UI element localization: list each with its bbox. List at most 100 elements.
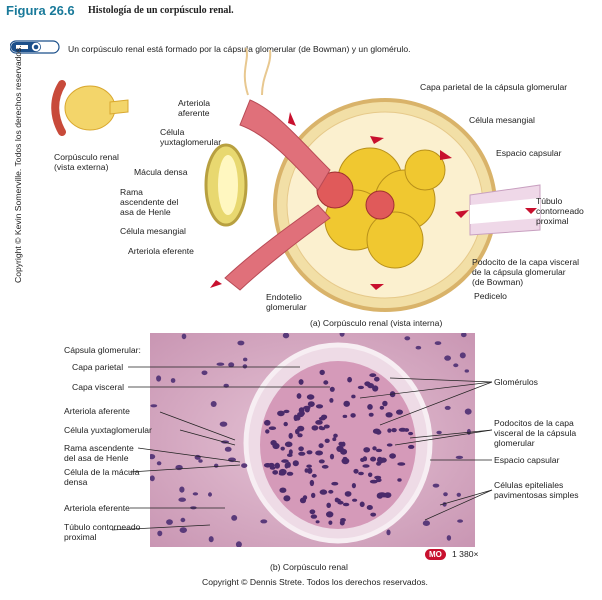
afferent-arteriole	[239, 47, 331, 191]
cell-nucleus	[457, 519, 463, 523]
proximal-tubule	[469, 184, 541, 236]
cell-nucleus	[156, 461, 162, 466]
label-b-glomerulos: Glomérulos	[494, 377, 538, 387]
cell-nucleus	[296, 393, 302, 399]
label-a-celula-yuxtaglomerular: Célula yuxtaglomerular	[160, 127, 222, 147]
cell-nucleus	[235, 541, 242, 547]
cell-nucleus	[318, 459, 325, 464]
cell-nucleus	[432, 483, 440, 488]
cell-nucleus	[318, 416, 326, 421]
label-b-tubulo: Túbulo contorneado proximal	[64, 522, 141, 542]
label-b-podocitos: Podocitos de la capa visceral de la cáps…	[494, 418, 577, 448]
cell-nucleus	[386, 443, 393, 447]
cell-nucleus	[404, 428, 410, 432]
cell-nucleus	[157, 530, 163, 537]
cell-nucleus	[326, 511, 334, 518]
cell-nucleus	[192, 492, 199, 496]
cell-nucleus	[315, 520, 320, 524]
cell-nucleus	[370, 456, 377, 462]
cell-nucleus	[362, 456, 368, 462]
microscope-icon	[9, 40, 60, 54]
label-b-celula-yuxtaglomerular: Célula yuxtaglomerular	[64, 425, 152, 435]
cell-nucleus	[331, 481, 339, 486]
cell-nucleus	[319, 369, 325, 376]
cell-nucleus	[422, 520, 430, 526]
cell-nucleus	[298, 451, 306, 456]
label-b-espacio-capsular: Espacio capsular	[494, 455, 560, 465]
cell-nucleus	[180, 517, 186, 523]
cell-nucleus	[347, 376, 352, 383]
figure-title: Histología de un corpúsculo renal.	[88, 5, 234, 16]
cell-nucleus	[210, 401, 217, 407]
cell-nucleus	[350, 413, 356, 418]
cell-nucleus	[328, 489, 334, 494]
cell-nucleus	[366, 505, 373, 510]
label-b-capsula: Cápsula glomerular:	[64, 345, 141, 355]
label-b-arteriola-eferente: Arteriola eferente	[64, 503, 130, 513]
cell-nucleus	[369, 373, 377, 378]
label-b-macula-densa: Célula de la mácula densa	[64, 467, 140, 487]
label-b-capa-parietal: Capa parietal	[72, 362, 124, 372]
cell-nucleus	[228, 457, 236, 463]
cell-nucleus	[357, 385, 364, 390]
cell-nucleus	[372, 446, 377, 451]
cell-nucleus	[329, 453, 335, 460]
cell-nucleus	[297, 433, 303, 438]
cell-nucleus	[442, 502, 447, 507]
cell-nucleus	[353, 468, 359, 474]
cell-nucleus	[464, 369, 469, 373]
cell-nucleus	[323, 380, 329, 385]
cell-nucleus	[287, 453, 293, 457]
cell-nucleus	[375, 448, 383, 453]
cell-nucleus	[224, 446, 232, 452]
cell-nucleus	[292, 460, 299, 467]
cell-nucleus	[318, 425, 324, 430]
cell-nucleus	[370, 512, 377, 517]
label-a-celula-mesangial-right: Célula mesangial	[469, 115, 535, 125]
cell-nucleus	[385, 412, 393, 418]
cell-nucleus	[363, 447, 371, 453]
cell-nucleus	[310, 514, 318, 519]
cell-nucleus	[464, 408, 472, 415]
cell-nucleus	[397, 462, 406, 466]
cell-nucleus	[379, 405, 385, 410]
cell-nucleus	[283, 495, 291, 502]
cell-nucleus	[263, 463, 272, 468]
cell-nucleus	[181, 333, 187, 340]
external-view-thumbnail	[51, 80, 129, 136]
label-a-macula-densa: Mácula densa	[134, 167, 188, 177]
cell-nucleus	[179, 527, 187, 533]
copyright-bottom: Copyright © Dennis Strete. Todos los der…	[202, 577, 428, 587]
cell-nucleus	[389, 453, 396, 459]
cell-nucleus	[281, 459, 289, 463]
cell-nucleus	[415, 345, 422, 350]
cell-nucleus	[237, 340, 245, 346]
cell-nucleus	[270, 440, 277, 446]
cell-nucleus	[283, 421, 288, 427]
cell-nucleus	[309, 509, 316, 515]
cell-nucleus	[351, 483, 356, 489]
cell-nucleus	[198, 459, 203, 463]
label-b-rama-ascendente: Rama ascendente del asa de Henle	[64, 443, 134, 463]
cell-nucleus	[241, 463, 248, 468]
cell-nucleus	[166, 519, 173, 525]
label-b-arteriola-aferente: Arteriola aferente	[64, 406, 130, 416]
cell-nucleus	[368, 472, 373, 478]
label-a-celula-mesangial: Célula mesangial	[120, 226, 186, 236]
cell-nucleus	[326, 502, 331, 508]
cell-nucleus	[309, 479, 315, 487]
cell-nucleus	[459, 352, 466, 359]
cell-nucleus	[374, 475, 382, 480]
cell-nucleus	[306, 450, 313, 455]
cell-nucleus	[397, 478, 402, 482]
thumb-label: Corpúsculo renal (vista externa)	[54, 152, 119, 172]
cell-nucleus	[208, 536, 214, 543]
cell-nucleus	[298, 407, 305, 414]
cell-nucleus	[265, 429, 270, 434]
cell-nucleus	[461, 333, 467, 338]
cell-nucleus	[319, 489, 328, 495]
cell-nucleus	[372, 428, 381, 434]
cell-nucleus	[342, 502, 350, 507]
cell-nucleus	[243, 357, 248, 362]
cell-nucleus	[278, 472, 286, 476]
